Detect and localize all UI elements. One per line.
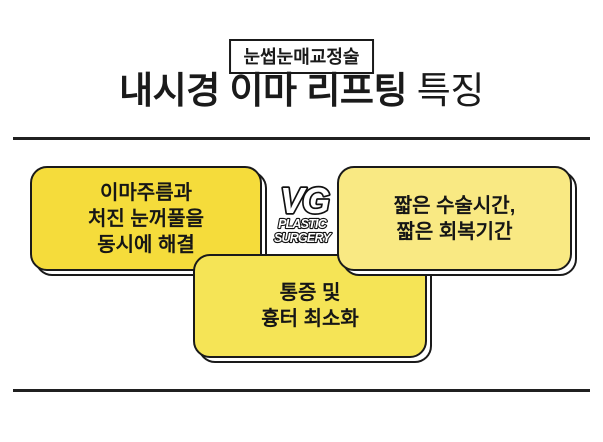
title-emphasis: 내시경 이마 리프팅	[119, 70, 407, 111]
card-line: 동시에 해결	[97, 233, 195, 256]
top-divider	[13, 137, 590, 140]
procedure-tag-label: 눈썹눈매교정술	[243, 47, 360, 67]
benefit-card-pain: 통증 및 흉터 최소화	[193, 254, 427, 358]
vg-logo: VG PLASTIC SURGERY	[266, 176, 338, 250]
card-line: 처진 눈꺼풀을	[88, 207, 204, 230]
title-suffix: 특징	[416, 70, 485, 111]
card-line: 짧은 회복기간	[396, 220, 513, 243]
benefit-card-time: 짧은 수술시간, 짧은 회복기간	[337, 166, 572, 271]
page-title: 내시경 이마 리프팅 특징	[0, 68, 603, 114]
logo-surgery-text: SURGERY	[274, 231, 332, 245]
card-line: 이마주름과	[100, 181, 192, 204]
bottom-divider	[13, 389, 590, 392]
logo-plastic-text: PLASTIC	[278, 217, 328, 231]
logo-main-text: VG	[280, 180, 329, 221]
procedure-tag: 눈썹눈매교정술	[228, 39, 375, 74]
card-line: 통증 및	[279, 282, 341, 304]
card-line: 흉터 최소화	[261, 308, 359, 330]
card-line: 짧은 수술시간,	[393, 194, 516, 217]
benefit-card-forehead: 이마주름과 처진 눈꺼풀을 동시에 해결	[30, 166, 262, 271]
